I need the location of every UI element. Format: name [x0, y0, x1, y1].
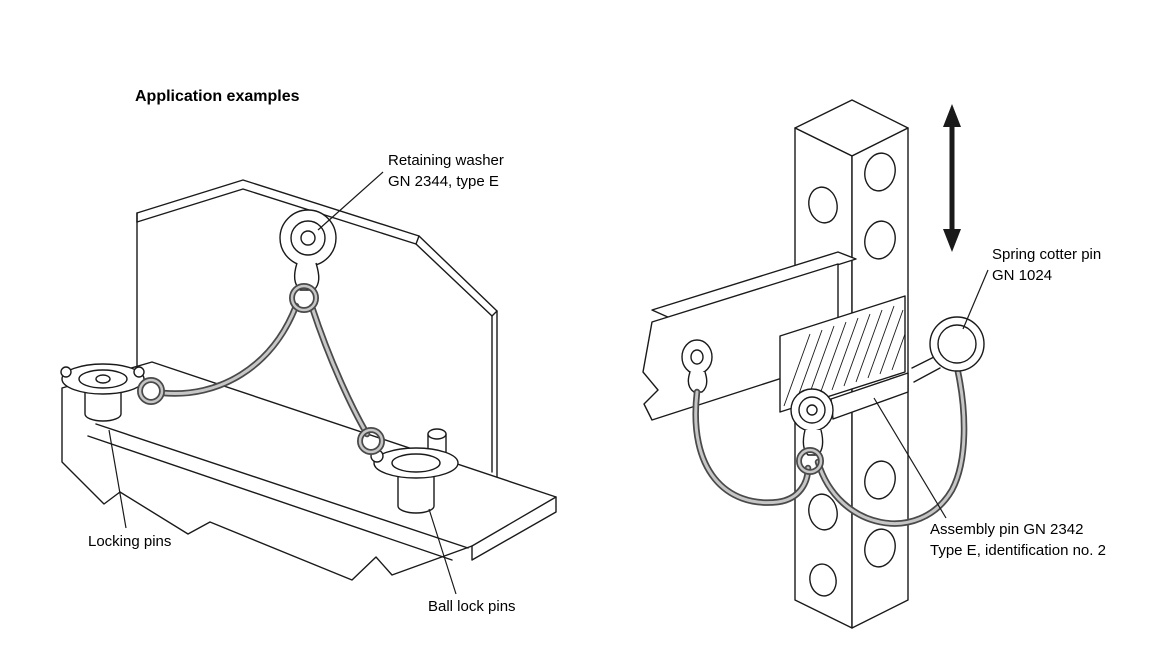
leader-line-ball-lock-pins — [428, 508, 457, 595]
clamp-block-drawing — [779, 295, 906, 413]
label-ball-lock-pins: Ball lock pins — [428, 598, 516, 615]
locking-pin-drawing — [60, 363, 145, 422]
label-assembly-pin: Assembly pin GN 2342 Type E, identificat… — [930, 519, 1106, 561]
washer-tab-drawing — [681, 339, 713, 393]
lanyard-cables-drawing — [692, 368, 968, 527]
label-spring-cotter-pin-line1: Spring cotter pin — [992, 246, 1102, 263]
label-retaining-washer-line1: Retaining washer — [388, 152, 504, 169]
base-plate-drawing — [61, 361, 557, 581]
spring-cotter-pin-drawing — [911, 316, 985, 383]
right-illustration — [642, 99, 989, 629]
label-spring-cotter-pin: Spring cotter pin GN 1024 — [992, 244, 1101, 286]
leader-line-retaining-washer — [317, 171, 384, 231]
label-retaining-washer: Retaining washer GN 2344, type E — [388, 150, 504, 192]
label-assembly-pin-line1: Assembly pin GN 2342 — [930, 521, 1084, 538]
ball-lock-pin-drawing — [370, 428, 459, 514]
motion-arrow-icon — [943, 104, 961, 252]
label-spring-cotter-pin-line2: GN 1024 — [992, 267, 1053, 284]
leader-line-spring-cotter — [962, 269, 989, 330]
lanyard-cables-drawing — [137, 283, 385, 455]
assembly-pin-drawing — [790, 372, 909, 456]
leader-line-locking-pins — [108, 429, 127, 529]
label-retaining-washer-line2: GN 2344, type E — [388, 173, 499, 190]
label-assembly-pin-line2: Type E, identification no. 2 — [930, 542, 1106, 559]
left-illustration — [60, 171, 557, 595]
label-locking-pins: Locking pins — [88, 533, 172, 550]
retaining-washer-drawing — [279, 209, 337, 291]
leader-line-assembly-pin — [873, 397, 947, 519]
section-heading: Application examples — [135, 88, 300, 105]
